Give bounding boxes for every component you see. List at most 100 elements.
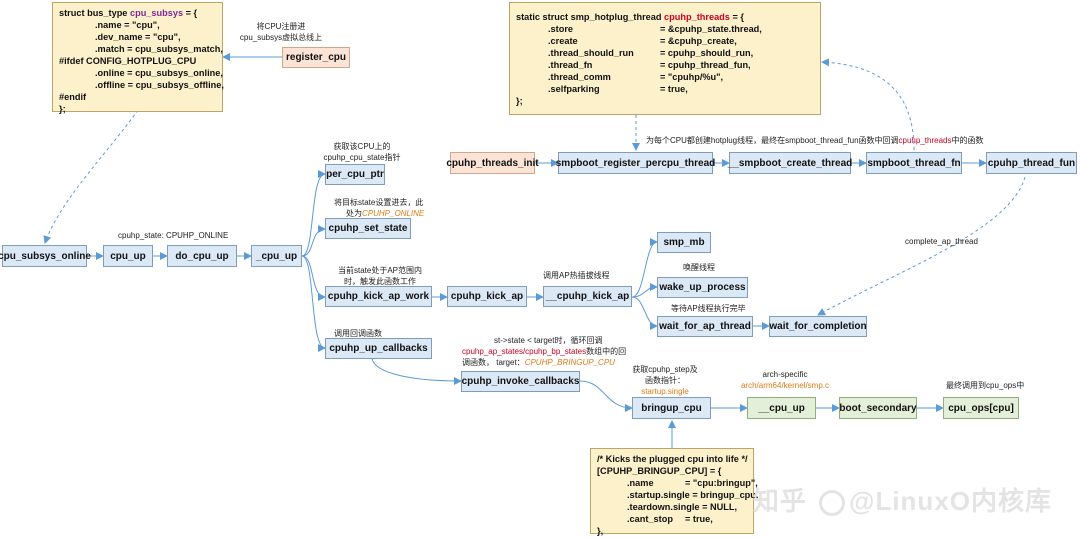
code-line: .online = cpu_subsys_online,	[95, 68, 223, 78]
note-wake: 唤醒线程	[683, 263, 715, 272]
edge-callbacks-invoke	[371, 356, 462, 385]
code-highlight: cpu_subsys	[129, 8, 184, 18]
node-wait-for-ap-thread[interactable]: wait_for_ap_thread	[657, 316, 753, 337]
watermark-logo-icon	[819, 490, 846, 517]
node-__cpu-up[interactable]: __cpu_up	[747, 397, 816, 419]
edge-cpu-up-per-cpu-ptr	[301, 170, 326, 257]
note-final: 最终调用到cpu_ops中	[946, 381, 1025, 390]
code-value: = &cpuhp_create,	[660, 36, 737, 46]
node-boot-secondary[interactable]: boot_secondary	[839, 397, 917, 419]
code-value: = "cpu:bringup",	[685, 478, 758, 488]
node-_cpu-up[interactable]: _cpu_up	[251, 245, 302, 267]
note-up-callbacks: 调用回调函数	[334, 329, 382, 338]
note-line: 将CPU注册进	[256, 22, 306, 31]
code-key: .create	[548, 36, 578, 46]
edge-cpu-up-callbacks	[301, 255, 326, 352]
edge-cpu-up-set-state	[301, 225, 326, 257]
code-value: = cpuhp_thread_fun,	[660, 60, 751, 70]
code-value: = &cpuhp_state.thread,	[660, 24, 762, 34]
code-line: [CPUHP_BRINGUP_CPU] = {	[597, 466, 722, 476]
edge-inner-wake	[631, 283, 658, 298]
note-line: arch-specific	[762, 370, 808, 379]
code-highlight: cpuhp_threads	[664, 12, 730, 22]
code-line: .offline = cpu_subsys_offline,	[95, 80, 224, 90]
edge-invoke-bringup	[579, 380, 633, 412]
note-per-cpu-ptr: 获取该CPU上的 cpuhp_cpu_state指针	[310, 141, 414, 163]
code-key: .teardown.single	[627, 502, 700, 512]
node-__smpboot-create-thread[interactable]: __smpboot_create_thread	[728, 152, 852, 174]
node-bringup-cpu[interactable]: bringup_cpu	[632, 397, 711, 419]
watermark-text: @LinuxO内核库	[849, 486, 1052, 516]
code-line: };	[516, 96, 523, 106]
note-highlight: cpuhp_threads	[898, 136, 952, 145]
note-text: 调函数， target：	[462, 358, 525, 367]
note-complete-ap-thread: complete_ap_thread	[905, 237, 978, 246]
note-line: 获取cpuhp_step及	[632, 365, 698, 374]
code-line: /* Kicks the plugged cpu into life */	[597, 454, 748, 464]
code-block-bringup-cpu: /* Kicks the plugged cpu into life */ [C…	[590, 448, 758, 536]
node-smpboot-register-percpu-thread[interactable]: smpboot_register_percpu_thread	[556, 152, 715, 174]
node-__cpuhp-kick-ap[interactable]: __cpuhp_kick_ap	[543, 286, 632, 307]
code-line: #endif	[59, 92, 87, 102]
note-set-state: 将目标state设置进去，此 处为CPUHP_ONLINE	[334, 197, 424, 219]
note-line: 当前state处于AP范围内	[338, 266, 423, 275]
code-line: };	[59, 104, 66, 114]
edge-inner-smp-mb	[631, 238, 658, 298]
node-cpu-subsys-online[interactable]: cpu_subsys_online	[0, 245, 91, 267]
edge-complete-ap-thread	[817, 176, 1026, 316]
code-text: = {	[183, 8, 198, 18]
edge-cpu-up-kick-work	[301, 255, 326, 301]
node-cpuhp-threads-init[interactable]: cpuhp_threads_init	[446, 152, 539, 174]
node-smpboot-thread-fn[interactable]: smpboot_thread_fn	[866, 152, 962, 174]
watermark: 知乎 @LinuxO内核库	[753, 481, 1052, 518]
code-key: .thread_should_run	[548, 48, 634, 58]
note-text: 为每个CPU都创建hotplug线程，最终在smpboot_thread_fun…	[646, 136, 899, 145]
node-cpuhp-thread-fun[interactable]: cpuhp_thread_fun	[986, 152, 1077, 174]
note-line: st->state < target时，循环回调	[494, 336, 603, 345]
note-highlight: CPUHP_ONLINE	[362, 209, 425, 218]
code-value: = bringup_cpu,	[692, 490, 759, 500]
node-cpu-up[interactable]: cpu_up	[103, 245, 153, 267]
node-cpuhp-up-callbacks[interactable]: cpuhp_up_callbacks	[325, 338, 432, 359]
code-value: = "cpuhp/%u",	[660, 72, 724, 82]
code-value: = true,	[660, 84, 688, 94]
note-line: cpuhp_cpu_state指针	[323, 153, 401, 162]
code-line: .dev_name = "cpu",	[95, 32, 181, 42]
node-per-cpu-ptr[interactable]: per_cpu_ptr	[325, 164, 385, 185]
code-key: .name	[627, 478, 654, 488]
note-invoke-callbacks: st->state < target时，循环回调 cpuhp_ap_states…	[462, 335, 626, 368]
note-highlight: cpuhp_ap_states/cpuhp_bp_states	[462, 347, 587, 356]
note-highlight: CPUHP_BRINGUP_CPU	[524, 358, 615, 367]
note-cpuhp-state: cpuhp_state: CPUHP_ONLINE	[118, 231, 229, 240]
node-register-cpu[interactable]: register_cpu	[282, 47, 350, 68]
note-kick-ap-work: 当前state处于AP范围内 时，触发此函数工作	[338, 265, 422, 287]
note-arch-specific: arch-specific arch/arm64/kernel/smp.c	[725, 369, 845, 391]
code-text: struct bus_type	[59, 8, 130, 18]
node-cpuhp-invoke-callbacks[interactable]: cpuhp_invoke_callbacks	[461, 371, 580, 392]
note-text: 中的函数	[951, 136, 984, 145]
edge-subsys-online	[43, 109, 139, 244]
node-cpuhp-kick-ap-work[interactable]: cpuhp_kick_ap_work	[325, 286, 432, 307]
watermark-text: 知乎	[752, 486, 807, 516]
node-cpuhp-set-state[interactable]: cpuhp_set_state	[325, 218, 411, 239]
note-text: 处为	[346, 209, 362, 218]
note-bringup-cpu: 获取cpuhp_step及 函数指针： startup.single	[625, 364, 705, 397]
code-key: .thread_fn	[548, 60, 593, 70]
edge-threadfn-struct	[821, 58, 915, 151]
note-register-cpu: 将CPU注册进 cpu_subsys虚拟总线上	[232, 21, 330, 43]
code-key: .cant_stop	[627, 514, 673, 524]
note-wait-ap: 等待AP线程执行完毕	[671, 304, 746, 313]
note-line: 将目标state设置进去，此	[334, 198, 424, 207]
node-wake-up-process[interactable]: wake_up_process	[657, 277, 748, 298]
node-smp-mb[interactable]: smp_mb	[657, 232, 711, 253]
code-key: .store	[548, 24, 574, 34]
node-do-cpu-up[interactable]: do_cpu_up	[167, 245, 237, 267]
note-highlight: arch/arm64/kernel/smp.c	[740, 381, 830, 390]
note-line: 函数指针：	[645, 376, 685, 385]
node-cpu-ops[interactable]: cpu_ops[cpu]	[943, 397, 1019, 419]
code-value: = cpuhp_should_run,	[660, 48, 754, 58]
code-line: .name = "cpu",	[95, 20, 160, 30]
node-cpuhp-kick-ap[interactable]: cpuhp_kick_ap	[447, 286, 527, 307]
node-wait-for-completion[interactable]: wait_for_completion	[769, 316, 867, 337]
code-block-cpu-subsys: struct bus_type cpu_subsys = { .name = "…	[52, 2, 224, 114]
